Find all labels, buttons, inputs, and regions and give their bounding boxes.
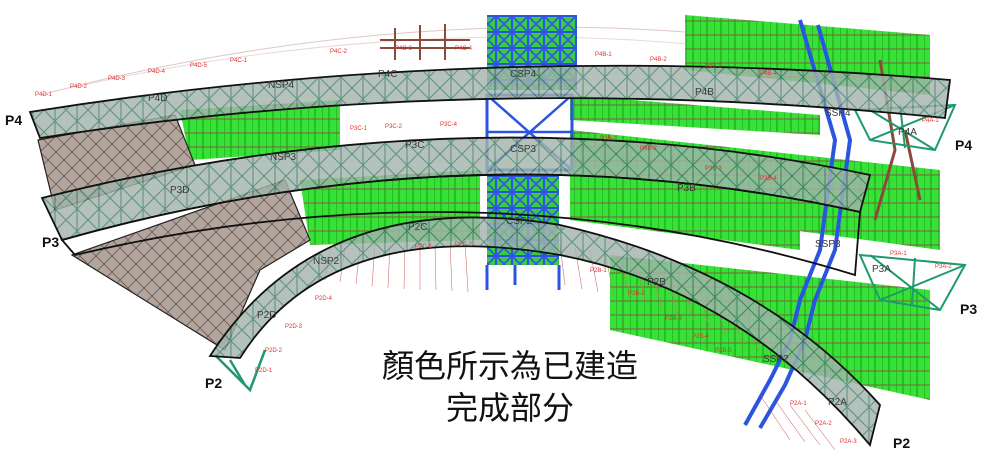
truss-band-p3-lower-connector [60,173,861,277]
node-p3c-4: P3C-4 [440,122,458,128]
segment-p2a: P2A [828,397,847,408]
node-p3a-2: P3A-2 [935,264,952,270]
segment-p4a: P4A [898,127,917,138]
segment-p4d: P4D [148,93,167,104]
node-p3b-2: P3B-2 [640,146,657,152]
node-p3c-1: P3C-1 [350,126,368,132]
node-p2b-3: P2B-3 [665,316,682,322]
segment-csp4: CSP4 [510,69,537,80]
node-p4d-4: P4D-4 [148,69,166,75]
node-p4a-1: P4A-1 [922,118,939,124]
node-p2a-1: P2A-1 [790,401,807,407]
segment-csp2: CSP2 [506,216,533,227]
node-p4b-2: P4B-2 [650,57,667,63]
node-p2d-3: P2D-3 [285,324,303,330]
p4-left-label: P4 [5,112,22,128]
p4a-star-truss [853,103,957,152]
node-p4d-5: P4D-5 [190,63,208,69]
segment-p3d: P3D [170,185,189,196]
node-p4b-3: P4B-3 [705,64,722,70]
node-p4b-1: P4B-1 [595,52,612,58]
node-p4c-4: P4C-4 [455,46,473,52]
segment-p3b: P3B [677,183,696,194]
segment-p3c: P3C [405,140,424,151]
node-p2d-4: P2D-4 [315,296,333,302]
node-p2c-1: P2C-1 [415,244,433,250]
node-p3b-3: P3B-3 [705,166,722,172]
ssp-blue-columns [743,19,853,430]
segment-ssp3: SSP3 [815,239,841,250]
segment-p2b: P2B [647,277,666,288]
p4-right-label: P4 [955,137,972,153]
caption-line-1: 顏色所示為已建造 [381,347,638,385]
node-p2d-1: P2D-1 [255,368,273,374]
segment-ssp2: SSP2 [763,354,789,365]
node-p3b-4: P3B-4 [760,176,777,182]
p2-right-label: P2 [893,435,910,451]
node-p2b-5: P2B-5 [715,348,732,354]
node-p4d-2: P4D-2 [70,84,88,90]
p2-end-truss [214,349,267,393]
segment-nsp4: NSP4 [268,80,295,91]
node-p2d-2: P2D-2 [265,348,283,354]
truss-band-p4 [28,64,952,140]
node-p3b-1: P3B-1 [600,136,617,142]
node-p2b-2: P2B-2 [628,291,645,297]
node-p2c-2: P2C-2 [455,242,473,248]
node-p4c-2: P4C-2 [330,49,348,55]
segment-p2c: P2C [408,222,427,233]
built-region-p4b [570,95,820,135]
p3-left-label: P3 [42,234,59,250]
node-p4c-3: P4C-3 [395,46,413,52]
segment-p4c: P4C [378,69,397,80]
p3a-star-truss [858,253,967,312]
node-p4d-3: P4D-3 [108,76,126,82]
node-p2b-4: P2B-4 [692,334,709,340]
p3-right-label: P3 [960,301,977,317]
lower-ticks [324,240,836,451]
segment-p3a: P3A [872,264,891,275]
segment-nsp3: NSP3 [270,152,297,163]
segment-p2d: P2D [257,310,276,321]
node-p2a-3: P2A-3 [840,439,857,445]
segment-csp3: CSP3 [510,144,537,155]
segment-p4b: P4B [695,87,714,98]
node-p3c-2: P3C-2 [385,124,403,130]
legend-caption: 顏色所示為已建造 完成部分 [300,345,720,429]
top-brown-frames [380,24,470,60]
node-p4b-4: P4B-4 [760,71,777,77]
segment-ssp4: SSP4 [825,108,851,119]
segment-nsp2: NSP2 [313,256,340,267]
node-p4d-1: P4D-1 [35,92,53,98]
node-p3a-1: P3A-1 [890,251,907,257]
caption-line-2: 完成部分 [445,389,574,427]
truss-band-p2 [208,216,881,447]
node-p2a-2: P2A-2 [815,421,832,427]
node-p4c-1: P4C-1 [230,58,248,64]
p2-left-label: P2 [205,375,222,391]
node-p2b-1: P2B-1 [590,268,607,274]
